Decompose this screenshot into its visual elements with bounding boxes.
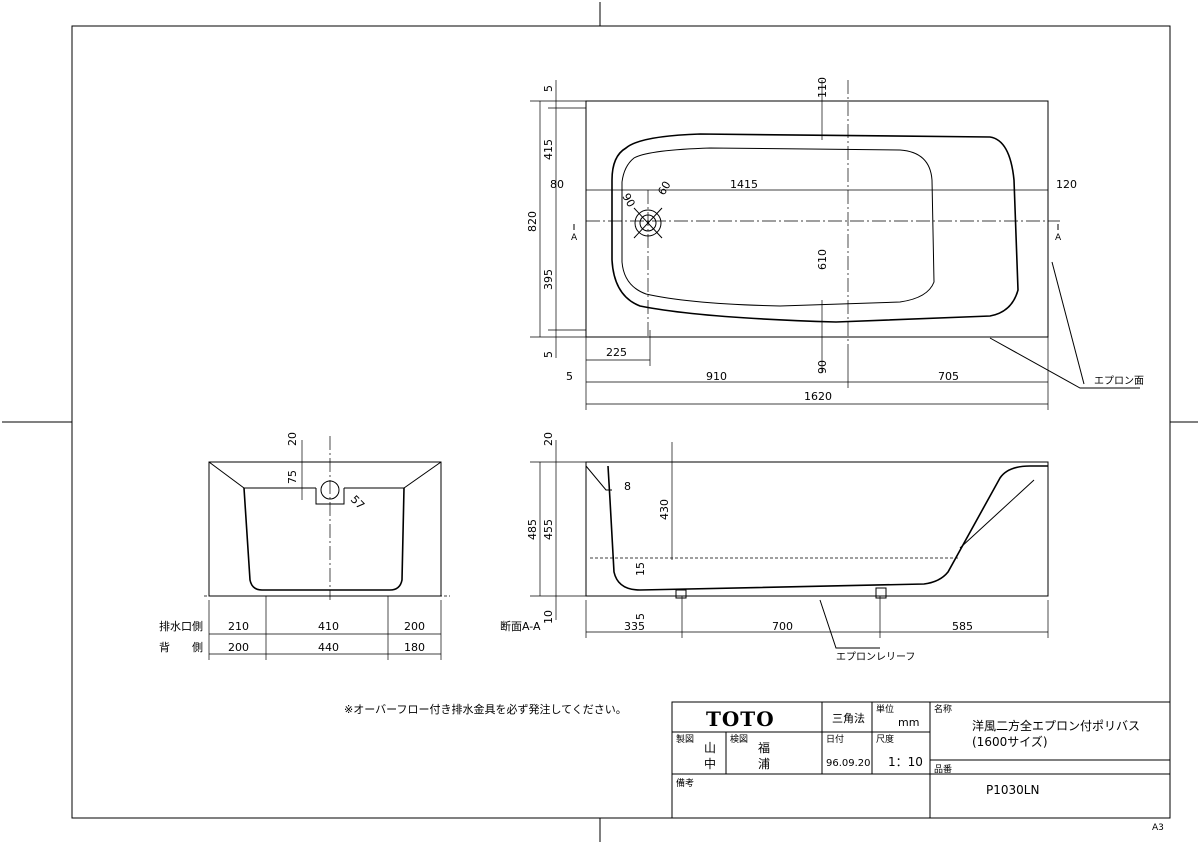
apron-face-label: エプロン面 bbox=[1094, 375, 1144, 387]
dim-plan-705: 705 bbox=[938, 370, 959, 383]
dim-sec-430: 430 bbox=[658, 499, 671, 520]
dim-plan-225: 225 bbox=[606, 346, 627, 359]
dim-plan-80: 80 bbox=[550, 178, 564, 191]
dim-plan-bot5: 5 bbox=[542, 351, 555, 358]
dim-front-75: 75 bbox=[286, 470, 299, 484]
section-label: 断面A-A bbox=[500, 619, 541, 633]
part-label: 品番 bbox=[934, 763, 952, 775]
dim-plan-110: 110 bbox=[816, 77, 829, 98]
section-tub-profile bbox=[607, 465, 1048, 591]
tub-inner-floor bbox=[621, 147, 935, 307]
title-block-text: TOTO 三角法 単位 mm 名称 洋風二方全エプロン付ポリバス (1600サイ… bbox=[676, 703, 1140, 797]
remarks-label: 備考 bbox=[676, 777, 694, 789]
name-line1: 洋風二方全エプロン付ポリバス bbox=[972, 718, 1140, 733]
dim-plan-820: 820 bbox=[526, 211, 539, 232]
date-value: 96.09.20 bbox=[826, 758, 871, 769]
drawn-2: 中 bbox=[704, 756, 716, 771]
dim-plan-910: 910 bbox=[706, 370, 727, 383]
front-tub-body bbox=[243, 487, 405, 591]
row1-c: 200 bbox=[404, 620, 425, 633]
section-outline bbox=[585, 461, 1049, 597]
name-label: 名称 bbox=[934, 703, 952, 715]
dim-plan-60: 60 bbox=[655, 179, 673, 198]
scale-value: 1：10 bbox=[888, 755, 923, 769]
dim-plan-120: 120 bbox=[1056, 178, 1077, 191]
order-note: ※オーバーフロー付き排水金具を必ず発注してください。 bbox=[344, 702, 627, 716]
dim-front-20: 20 bbox=[286, 432, 299, 446]
unit-label: 単位 bbox=[876, 703, 894, 715]
row2-a: 200 bbox=[228, 641, 249, 654]
row1-a: 210 bbox=[228, 620, 249, 633]
row2-label: 背 側 bbox=[159, 640, 203, 654]
dim-sec-20: 20 bbox=[542, 432, 555, 446]
dim-plan-90b: 90 bbox=[816, 360, 829, 374]
sheet-size: A3 bbox=[1152, 823, 1164, 833]
title-block bbox=[671, 701, 1171, 819]
section-mark-right: A bbox=[1055, 233, 1062, 243]
dim-sec-455: 455 bbox=[542, 519, 555, 540]
dim-sec-700: 700 bbox=[772, 620, 793, 633]
dim-sec-585: 585 bbox=[952, 620, 973, 633]
brand-logo: TOTO bbox=[706, 707, 775, 731]
section-dimension-labels: 20 8 430 485 455 15 5 10 断面A-A 335 700 5… bbox=[500, 432, 973, 663]
dim-sec-10: 10 bbox=[542, 610, 555, 624]
dim-plan-415: 415 bbox=[542, 139, 555, 160]
tub-inner-rim bbox=[611, 133, 1019, 323]
unit-value: mm bbox=[898, 716, 919, 729]
section-view bbox=[530, 440, 1049, 649]
dim-plan-90a: 90 bbox=[619, 191, 637, 210]
dim-sec-5: 5 bbox=[634, 613, 647, 620]
checked-1: 福 bbox=[758, 740, 770, 755]
date-label: 日付 bbox=[826, 734, 844, 745]
front-view bbox=[204, 436, 450, 660]
front-dimension-labels: 20 75 57 排水口側 210 410 200 背 側 200 440 18… bbox=[159, 432, 425, 654]
plan-dimension-labels: 5 415 820 395 5 110 80 1415 120 90 60 61… bbox=[526, 77, 1144, 403]
checked-2: 浦 bbox=[758, 757, 770, 771]
checked-label: 検図 bbox=[730, 733, 748, 745]
scale-label: 尺度 bbox=[876, 733, 894, 745]
plan-view bbox=[530, 80, 1140, 410]
dim-plan-610: 610 bbox=[816, 249, 829, 270]
dim-sec-15: 15 bbox=[634, 562, 647, 576]
apron-relief-label: エプロンレリーフ bbox=[836, 651, 915, 663]
dim-sec-485: 485 bbox=[526, 519, 539, 540]
drawn-label: 製図 bbox=[676, 733, 694, 745]
dim-plan-1620: 1620 bbox=[804, 390, 832, 403]
dim-plan-1415: 1415 bbox=[730, 178, 758, 191]
part-value: P1030LN bbox=[986, 783, 1039, 797]
drawn-1: 山 bbox=[704, 741, 716, 755]
row1-label: 排水口側 bbox=[159, 619, 203, 633]
row1-b: 410 bbox=[318, 620, 339, 633]
drain-hole bbox=[634, 209, 662, 237]
plan-outline bbox=[585, 100, 1049, 338]
name-line2: (1600サイズ) bbox=[972, 734, 1048, 749]
row2-b: 440 bbox=[318, 641, 339, 654]
projection: 三角法 bbox=[832, 711, 865, 725]
dim-sec-335: 335 bbox=[624, 620, 645, 633]
dim-plan-top5: 5 bbox=[542, 85, 555, 92]
dim-sec-8: 8 bbox=[624, 480, 631, 493]
row2-c: 180 bbox=[404, 641, 425, 654]
section-mark-left: A bbox=[571, 233, 578, 243]
dim-plan-5: 5 bbox=[566, 370, 573, 383]
dim-front-57: 57 bbox=[348, 493, 367, 512]
dim-plan-395: 395 bbox=[542, 269, 555, 290]
